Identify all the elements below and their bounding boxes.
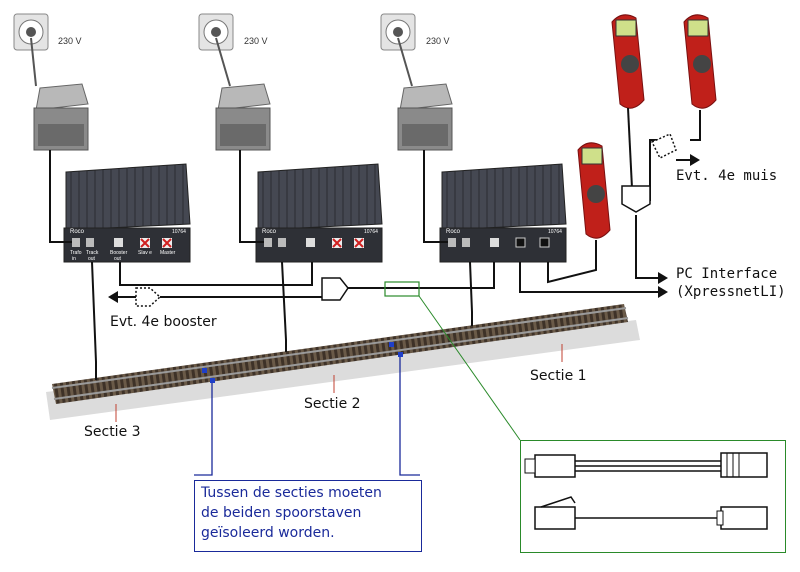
- outlet-2: [198, 13, 234, 87]
- port-trafo-icon: [448, 238, 456, 247]
- port-sub-booster: out: [114, 256, 121, 262]
- label-pc-interface-2: (XpressnetLI): [676, 284, 786, 300]
- wire-booster-bus-1: [119, 262, 313, 286]
- insulator-right-top: [389, 342, 394, 347]
- wire-trafo-2: [239, 240, 264, 243]
- cable-callout: [384, 281, 521, 441]
- booster-2-brand: Roco: [262, 229, 277, 235]
- splitter-optional-booster: [135, 287, 162, 307]
- booster-1-model: 10764: [172, 229, 186, 235]
- insulation-points: [202, 342, 403, 383]
- port-trafo-icon: [264, 238, 272, 247]
- booster-1-brand: Roco: [70, 229, 85, 235]
- handset-top-right: [683, 14, 717, 141]
- booster-3-ports: [448, 237, 550, 248]
- cable-detail-inset: [520, 440, 786, 553]
- handset-center: [547, 142, 611, 284]
- insulator-left-top: [202, 368, 207, 373]
- arrows: [108, 154, 700, 303]
- port-label-track: Track: [86, 250, 99, 256]
- outlet-1-voltage-label: 230 V: [58, 36, 82, 46]
- port-track-icon: [462, 238, 470, 247]
- label-sectie-2: Sectie 2: [304, 396, 361, 412]
- transformer-3: [397, 83, 453, 240]
- note-pointer-right: [399, 357, 420, 476]
- label-sectie-3: Sectie 3: [84, 424, 141, 440]
- port-track-icon: [86, 238, 94, 247]
- note-pointer-left: [194, 383, 213, 476]
- wire-booster-bus-2: [340, 262, 495, 289]
- wire-section-2: [281, 261, 287, 352]
- insulator-left-bottom: [210, 378, 215, 383]
- port-sub-track: out: [88, 256, 95, 262]
- outlet-1: [13, 13, 49, 87]
- booster-3-brand: Roco: [446, 229, 461, 235]
- port-booster-icon: [114, 238, 123, 247]
- note-line-1: Tussen de secties moeten: [201, 485, 382, 501]
- booster-ports: [72, 237, 550, 248]
- booster-3-model: 10764: [548, 229, 562, 235]
- port-booster-icon: [490, 238, 499, 247]
- transformer-2: [215, 83, 271, 240]
- wire-pc-interface: [519, 262, 660, 293]
- port-track-icon: [278, 238, 286, 247]
- port-sub-trafo: in: [72, 256, 76, 262]
- wire-trafo-1: [49, 240, 72, 243]
- isolation-note: Tussen de secties moeten de beiden spoor…: [194, 480, 422, 552]
- arrow-evt-booster: [108, 291, 118, 303]
- track: [46, 304, 640, 420]
- booster-2-ports: [264, 238, 364, 248]
- port-booster-icon: [306, 238, 315, 247]
- callout-highlight: [384, 281, 420, 297]
- splitter-optional-handset: [650, 132, 677, 160]
- rail-bottom: [53, 317, 629, 400]
- callout-line: [418, 295, 521, 441]
- outlet-3-voltage-label: 230 V: [426, 36, 450, 46]
- port-label-slave: Slav e: [138, 250, 152, 256]
- port-label-trafo: Trafo: [70, 250, 82, 256]
- port-master-icon: [539, 237, 550, 248]
- section-ticks: [115, 344, 563, 422]
- cable-straight: [524, 452, 768, 478]
- booster-3: [439, 163, 567, 263]
- cable-detail-drawing: [524, 452, 768, 530]
- port-label-booster: Booster: [110, 250, 128, 256]
- label-evt-booster: Evt. 4e booster: [110, 314, 217, 330]
- note-line-2: de beiden spoorstaven: [201, 505, 362, 521]
- port-label-master: Master: [160, 250, 176, 256]
- booster-2: [255, 163, 383, 263]
- handset-top-left: [611, 14, 645, 189]
- track-ballast: [46, 320, 640, 420]
- outlet-2-voltage-label: 230 V: [244, 36, 268, 46]
- splitter-booster: [321, 277, 349, 301]
- wire-handset-bus: [635, 215, 660, 279]
- label-evt-muis: Evt. 4e muis: [676, 168, 778, 184]
- splitters: [135, 132, 677, 307]
- wire-section-1: [469, 261, 473, 326]
- arrow-evt-muis: [690, 154, 700, 166]
- outlet-3: [380, 13, 416, 87]
- insulator-right-bottom: [398, 352, 403, 357]
- arrow-pc-interface-top: [658, 272, 668, 284]
- booster-1: [63, 163, 191, 263]
- rail-top: [51, 307, 627, 389]
- booster-2-model: 10764: [364, 229, 378, 235]
- cable-curved: [534, 496, 768, 530]
- arrow-pc-interface-bottom: [658, 286, 668, 298]
- splitter-handset: [621, 185, 651, 213]
- label-pc-interface-1: PC Interface: [676, 266, 778, 282]
- transformer-1: [33, 83, 89, 240]
- port-slave-icon: [515, 237, 526, 248]
- note-line-3: geïsoleerd worden.: [201, 525, 335, 541]
- wire-trafo-3: [423, 240, 448, 243]
- port-trafo-icon: [72, 238, 80, 247]
- wire-section-3: [91, 261, 97, 380]
- booster-1-ports: [72, 238, 172, 248]
- label-sectie-1: Sectie 1: [530, 368, 587, 384]
- note-pointer-lines: [194, 357, 420, 476]
